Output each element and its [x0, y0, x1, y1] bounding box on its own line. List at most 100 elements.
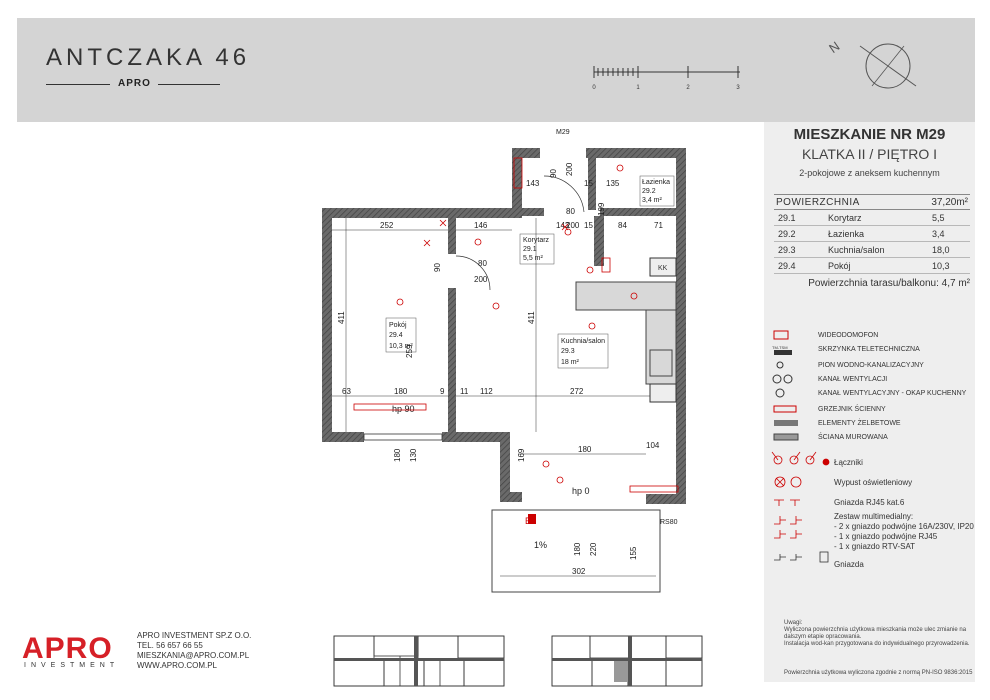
dim-9: 9	[440, 387, 445, 396]
scale-bar: 0 1 2 3	[592, 66, 740, 91]
window-pokoj	[363, 433, 443, 441]
dim-11: 11	[460, 387, 469, 396]
project-title: ANTCZAKA 46	[46, 44, 251, 71]
door-label: M29	[556, 129, 570, 136]
legend-text: GRZEJNIK ŚCIENNY	[818, 405, 886, 413]
room-korytarz-num: 29.1	[523, 246, 537, 253]
legend-multimedia-title: Zestaw multimedialny:	[834, 512, 914, 521]
area-label: POWIERZCHNIA	[776, 197, 860, 208]
dim-180c: 180	[393, 448, 402, 462]
legend-item-hood: KANAŁ WENTYLACYJNY - OKAP KUCHENNY	[772, 388, 966, 398]
legend-item-vent: KANAŁ WENTYLACJI	[772, 374, 887, 384]
notes-title: Uwagi:	[784, 620, 803, 626]
balcony	[491, 509, 661, 593]
legend-light: Wypust oświetleniowy	[834, 478, 913, 487]
legend-text: ŚCIANA MUROWANA	[818, 433, 888, 441]
hp0-label: hp 0	[572, 486, 590, 496]
info-panel: MIESZKANIE NR M29 KLATKA II / PIĘTRO I 2…	[764, 122, 975, 682]
compass-letter: N	[826, 38, 842, 56]
room-num: 29.2	[778, 229, 796, 239]
legend-switches: Łączniki	[834, 458, 863, 467]
company-email[interactable]: MIESZKANIA@APRO.COM.PL	[137, 651, 250, 660]
terrace-area: Powierzchnia tarasu/balkonu: 4,7 m²	[808, 278, 970, 289]
area-row: 29.2 Łazienka 3,4	[774, 226, 970, 242]
room-kuchnia-num: 29.3	[561, 348, 575, 355]
e-mark-icon	[528, 514, 536, 524]
area-row: 29.1 Korytarz 5,5	[774, 210, 970, 226]
door-arc-entrance	[543, 175, 585, 213]
room-lazienka-area: 3,4 m²	[642, 197, 663, 204]
company-web[interactable]: WWW.APRO.COM.PL	[137, 661, 217, 670]
apartment-stair: KLATKA II / PIĘTRO I	[801, 146, 938, 162]
room-korytarz-name: Korytarz	[523, 237, 550, 244]
room-name: Korytarz	[828, 213, 862, 223]
apro-logo: APRO INVESTMENT	[22, 632, 114, 669]
dim-84: 84	[618, 221, 627, 230]
room-value: 5,5	[932, 213, 945, 223]
legend-item-radiator: GRZEJNIK ŚCIENNY	[772, 404, 886, 414]
legend-rj45: Gniazda RJ45 kat.6	[834, 498, 905, 507]
dim-90b: 90	[549, 169, 558, 178]
dim-302: 302	[572, 567, 586, 576]
ventilation-box-2	[649, 257, 677, 277]
dim-180b: 180	[578, 445, 592, 454]
area-row: 29.4 Pokój 10,3	[774, 258, 970, 274]
kitchen-counter-side	[645, 309, 677, 385]
room-pokoj-num: 29.4	[389, 332, 403, 339]
room-num: 29.1	[778, 213, 796, 223]
dim-90a: 90	[433, 263, 442, 272]
kitchen-counter	[575, 281, 677, 311]
ventilation-box	[649, 383, 677, 403]
dim-220: 220	[589, 542, 598, 556]
area-row: 29.3 Kuchnia/salon 18,0	[774, 242, 970, 258]
apartment-highlight	[614, 660, 632, 682]
dim-143a: 143	[526, 179, 540, 188]
norm-note: Powierzchnia użytkowa wyliczona zgodnie …	[784, 670, 973, 676]
tm-label: TM-TSM	[772, 345, 788, 350]
dim-71: 71	[654, 221, 663, 230]
room-lazienka-num: 29.2	[642, 188, 656, 195]
dim-252: 252	[380, 221, 394, 230]
scale-tick-0: 0	[592, 85, 596, 91]
notes-text-2: Instalacja wod-kan przygotowana do indyw…	[784, 641, 970, 647]
legend-text: ELEMENTY ŻELBETOWE	[818, 419, 901, 427]
notes: Uwagi: Wyliczona powierzchnia użytkowa m…	[784, 620, 974, 648]
dim-155: 155	[629, 546, 638, 560]
logo-sub: INVESTMENT	[24, 662, 120, 669]
building-plan-thumbnail-1	[333, 635, 505, 687]
legend-text: PION WODNO-KANALIZACYJNY	[818, 361, 924, 369]
stove-icon	[649, 349, 673, 377]
dim-411a: 411	[337, 311, 346, 324]
scale-tick-3: 3	[736, 85, 740, 91]
floorplan: KK E Pokój 29.4 10,3 m² Kuchnia/salon 29…	[322, 129, 686, 593]
logo-text: APRO	[22, 632, 113, 665]
room-num: 29.3	[778, 245, 796, 255]
dim-130: 130	[409, 448, 418, 462]
hp90-label: hp 90	[392, 404, 415, 414]
dim-169: 169	[517, 448, 526, 462]
dim-411b: 411	[527, 311, 536, 324]
room-value: 18,0	[932, 245, 950, 255]
dim-259: 259	[405, 344, 414, 358]
dim-104: 104	[646, 441, 660, 450]
area-header: POWIERZCHNIA 37,20m²	[774, 194, 970, 210]
room-pokoj-name: Pokój	[389, 322, 407, 329]
dim-63: 63	[342, 387, 351, 396]
header-band	[17, 18, 975, 122]
apartment-title: MIESZKANIE NR M29	[793, 126, 946, 143]
dim-15b: 15	[584, 221, 593, 230]
scale-tick-1: 1	[636, 85, 640, 91]
dim-200c: 200	[566, 221, 580, 230]
slope-label: 1%	[534, 540, 547, 550]
company-info: APRO INVESTMENT SP.Z O.O. TEL. 56 657 66…	[137, 631, 251, 671]
room-num: 29.4	[778, 261, 796, 271]
legend-text: SKRZYNKA TELETECHNICZNA	[818, 345, 920, 353]
brand-label: APRO	[118, 78, 151, 89]
scale-tick-2: 2	[686, 85, 690, 91]
apartment-type: 2-pokojowe z aneksem kuchennym	[799, 168, 940, 178]
rs80-label: RS80	[660, 519, 678, 526]
dim-272: 272	[570, 387, 584, 396]
room-lazienka-name: Łazienka	[642, 179, 670, 186]
dim-199: 199	[597, 202, 606, 216]
legend-text: KANAŁ WENTYLACJI	[818, 375, 888, 383]
